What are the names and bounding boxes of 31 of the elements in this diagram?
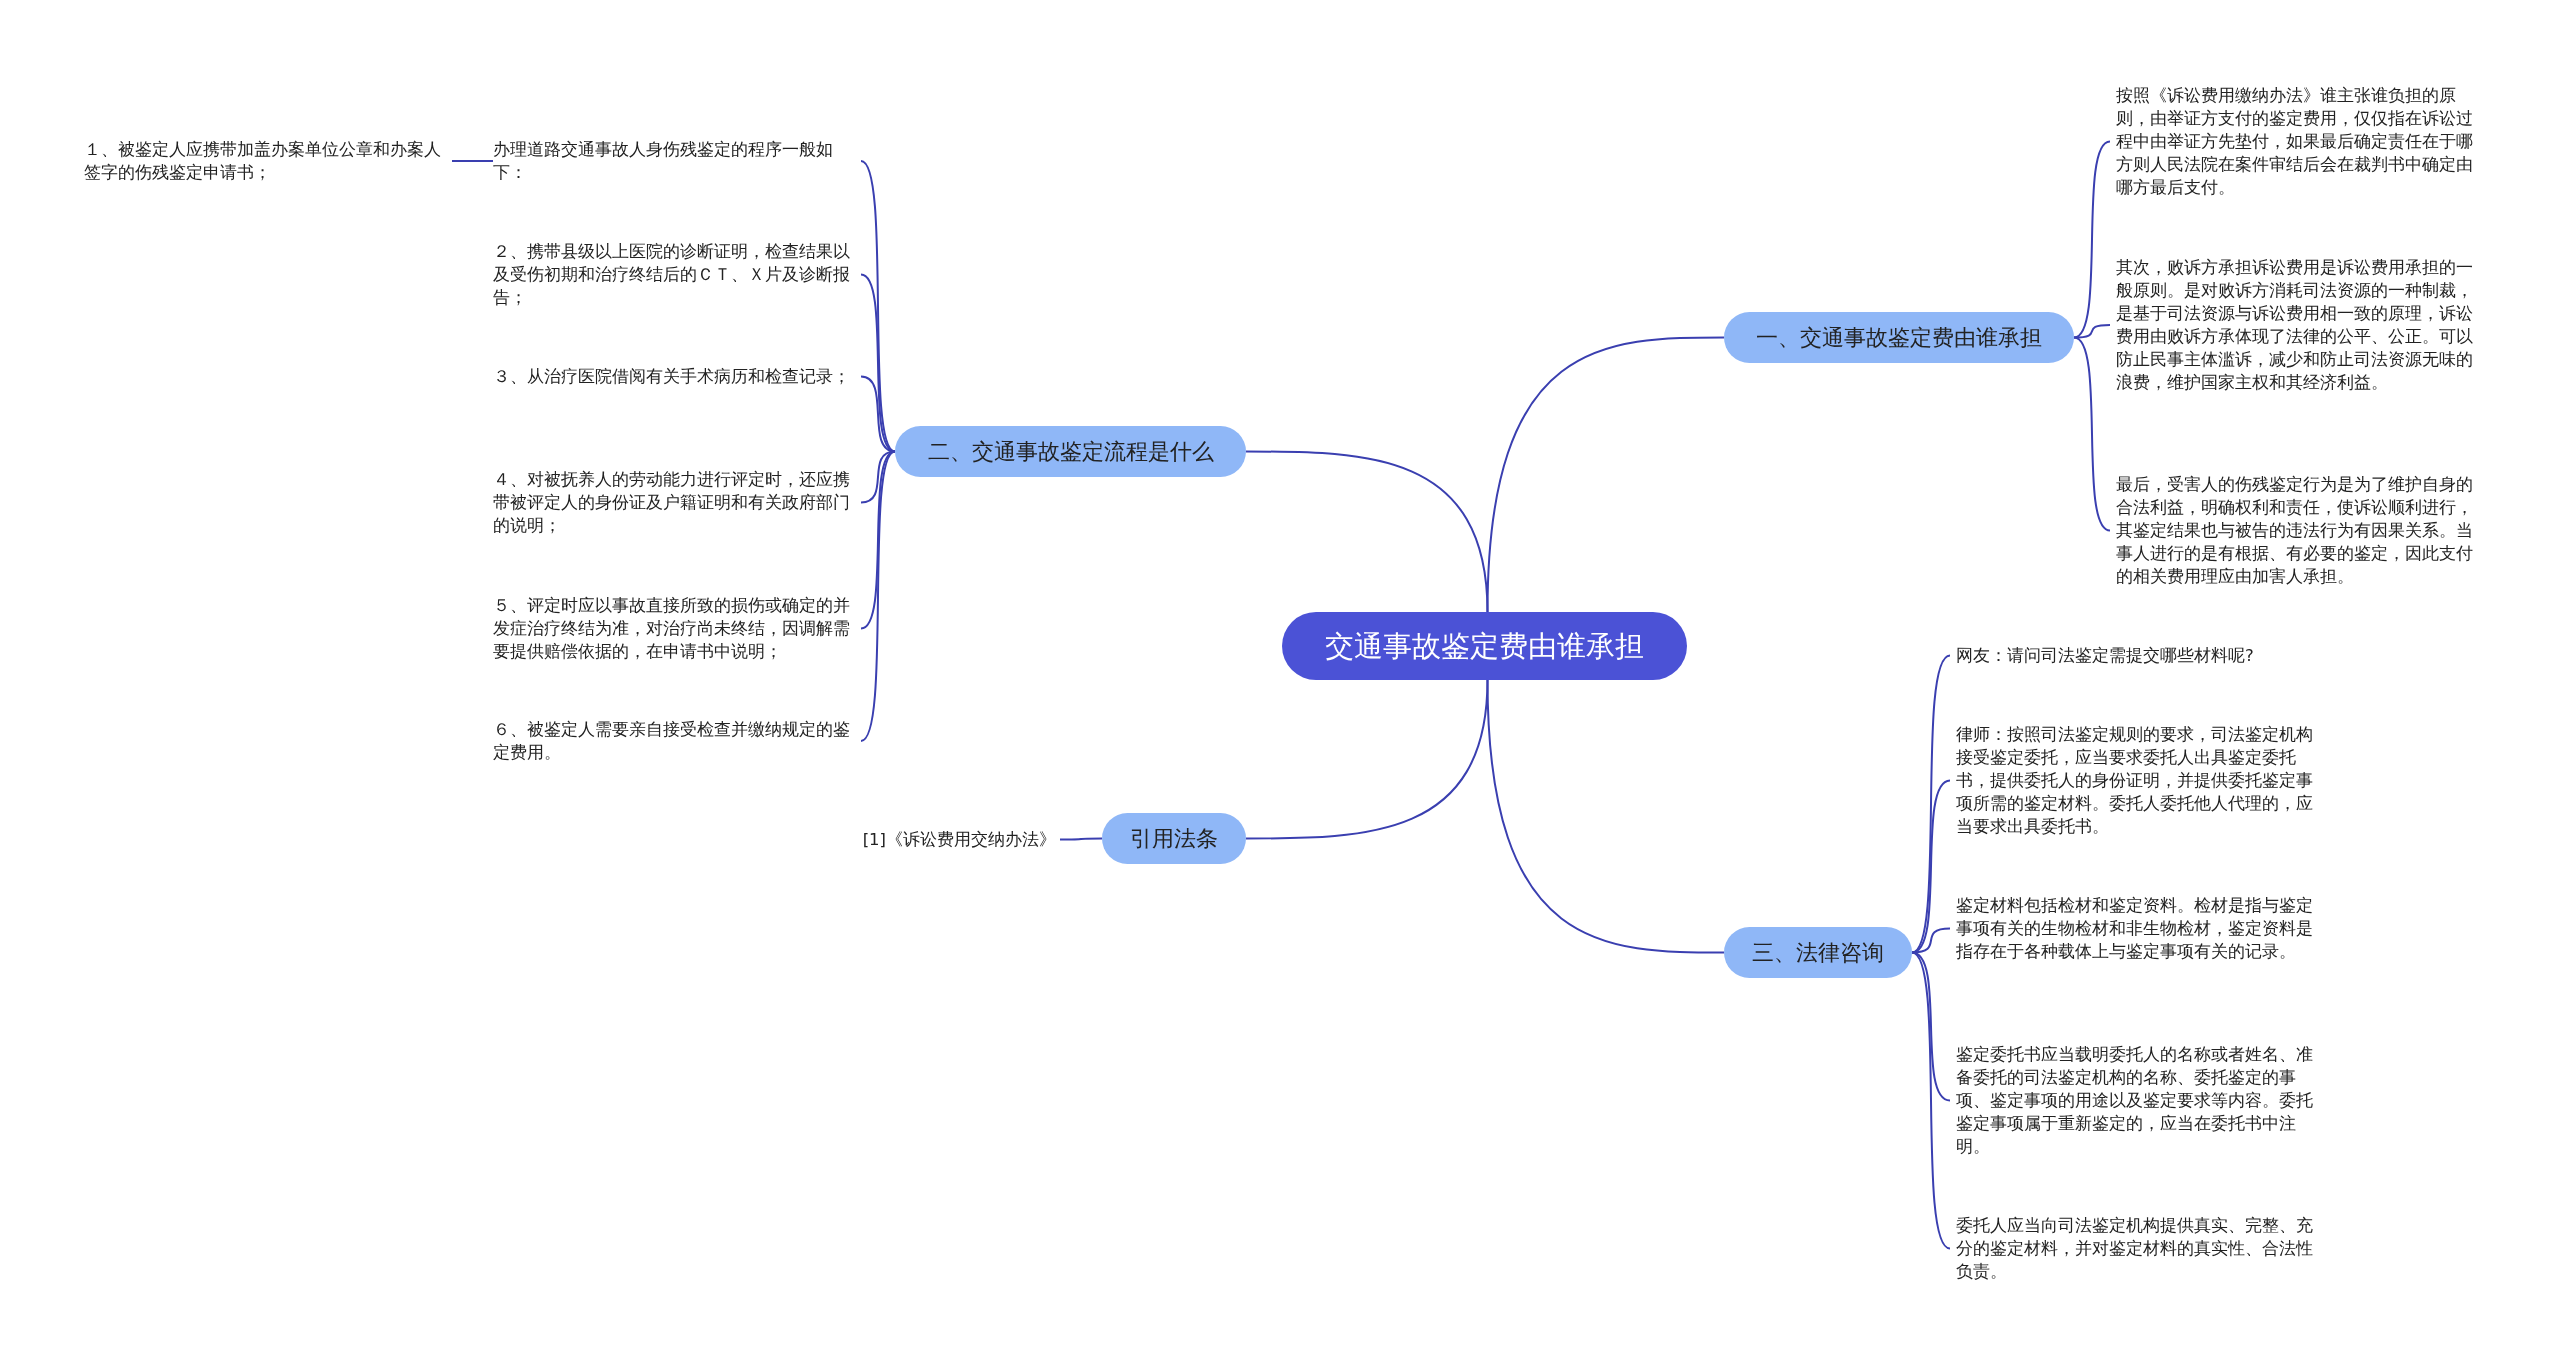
leaf-text: [1]《诉讼费用交纳办法》 xyxy=(861,829,1056,851)
connector-line xyxy=(451,160,494,162)
leaf-text: ５、评定时应以事故直接所致的损伤或确定的并发症治疗终结为准，对治疗尚未终结，因调解需要提供赔偿依据的，在申请书中说明； xyxy=(493,595,851,663)
leaf-text: ２、携带县级以上医院的诊断证明，检查结果以及受伤初期和治疗终结后的ＣＴ、Ｘ片及诊断报告； xyxy=(493,241,851,309)
connector-line xyxy=(1059,837,1103,841)
leaf-text: 办理道路交通事故人身伤残鉴定的程序一般如下： xyxy=(493,139,834,184)
connector-line xyxy=(1911,951,1951,1250)
leaf-text: 最后，受害人的伤残鉴定行为是为了维护自身的合法利益，明确权利和责任，使诉讼顺利进行，其鉴定结果也与被告的违法行为有因果关系。当事人进行的是有根据、有必要的鉴定，因此支付的相关费用理应由加害人承担。 xyxy=(2116,474,2474,588)
central-topic: 交通事故鉴定费由谁承担 xyxy=(1282,612,1687,680)
leaf-text: ４、对被抚养人的劳动能力进行评定时，还应携带被评定人的身份证及户籍证明和有关政府部门的说明； xyxy=(493,469,851,537)
leaf-text: 鉴定委托书应当载明委托人的名称或者姓名、准备委托的司法鉴定机构的名称、委托鉴定的事项、鉴定事项的用途以及鉴定要求等内容。委托鉴定事项属于重新鉴定的，应当在委托书中注明。 xyxy=(1956,1044,2314,1158)
leaf-text: 按照《诉讼费用缴纳办法》谁主张谁负担的原则，由举证方支付的鉴定费用，仅仅指在诉讼过程中由举证方先垫付，如果最后确定责任在于哪方则人民法院在案件审结后会在裁判书中确定由哪方最后支付。 xyxy=(2116,85,2474,199)
leaf-text: 其次，败诉方承担诉讼费用是诉讼费用承担的一般原则。是对败诉方消耗司法资源的一种制裁，是基于司法资源与诉讼费用相一致的原理，诉讼费用由败诉方承体现了法律的公平、公正。可以防止民事主体滥诉，减少和防止司法资源无味的浪费，维护国家主权和其经济利益。 xyxy=(2116,257,2474,394)
branch-topic: 二、交通事故鉴定流程是什么 xyxy=(895,426,1246,477)
connector-line xyxy=(860,450,896,742)
branch-topic: 引用法条 xyxy=(1102,813,1246,864)
connector-line xyxy=(1245,679,1489,840)
branch-topic: 一、交通事故鉴定费由谁承担 xyxy=(1724,312,2074,363)
connector-line xyxy=(1245,450,1489,613)
connector-line xyxy=(1486,679,1725,954)
leaf-text: １、被鉴定人应携带加盖办案单位公章和办案人签字的伤残鉴定申请书； xyxy=(84,139,442,184)
leaf-text: 网友：请问司法鉴定需提交哪些材料呢? xyxy=(1956,645,2255,667)
leaf-text: ３、从治疗医院借阅有关手术病历和检查记录； xyxy=(493,366,851,388)
leaf-text: 鉴定材料包括检材和鉴定资料。检材是指与鉴定事项有关的生物检材和非生物检材，鉴定资料是指存在于各种载体上与鉴定事项有关的记录。 xyxy=(1956,895,2314,963)
connector-line xyxy=(1486,336,1725,613)
connector-line xyxy=(2073,336,2111,532)
leaf-text: ６、被鉴定人需要亲自接受检查并缴纳规定的鉴定费用。 xyxy=(493,719,851,764)
connector-line xyxy=(2073,324,2111,339)
branch-topic: 三、法律咨询 xyxy=(1724,927,1912,978)
leaf-text: 委托人应当向司法鉴定机构提供真实、完整、充分的鉴定材料，并对鉴定材料的真实性、合法性负责。 xyxy=(1956,1215,2314,1283)
leaf-text: 律师：按照司法鉴定规则的要求，司法鉴定机构接受鉴定委托，应当要求委托人出具鉴定委托书，提供委托人的身份证明，并提供委托鉴定事项所需的鉴定材料。委托人委托他人代理的，应当要求出具委托书。 xyxy=(1956,724,2314,838)
